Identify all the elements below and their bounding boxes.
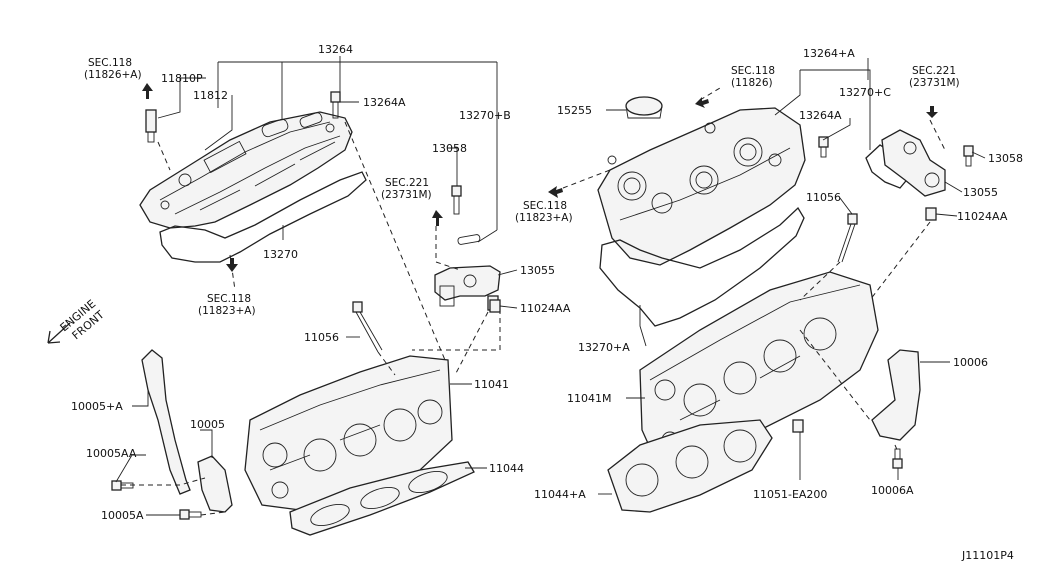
label-11041M: 11041M [567, 392, 611, 405]
label-11051: 11051-EA200 [753, 488, 827, 501]
label-sec221-a-2: (23731M) [381, 189, 432, 201]
label-13264A-plus: 13264+A [803, 47, 855, 60]
bracket-10006 [871, 349, 921, 441]
dashed-guides [121, 87, 946, 516]
gasket-13270B [457, 234, 481, 245]
label-13264: 13264 [318, 43, 353, 56]
label-10005A-plus: 10005+A [71, 400, 123, 413]
label-10006: 10006 [953, 356, 988, 369]
label-10006A: 10006A [871, 484, 914, 497]
sec-arrow-icons [226, 97, 938, 272]
label-10005: 10005 [190, 418, 225, 431]
label-13055-left: 13055 [520, 264, 555, 277]
head-bolt-11056-right [837, 213, 858, 263]
label-13270A: 13270+A [578, 341, 630, 354]
bracket-10005 [197, 455, 233, 513]
bolt-13264A-left [330, 91, 341, 119]
label-11056-left: 11056 [304, 331, 339, 344]
label-11056-right: 11056 [806, 191, 841, 204]
diagram-id: J11101P4 [961, 549, 1014, 562]
label-11810P: 11810P [161, 72, 203, 85]
bolt-10005A [179, 509, 202, 520]
label-sec118-b-2: (11823+A) [198, 305, 256, 317]
label-11812: 11812 [193, 89, 228, 102]
label-11044A: 11044+A [534, 488, 586, 501]
label-sec118-a-1: SEC.118 [88, 57, 132, 69]
oil-filler-cap-15255 [625, 96, 663, 119]
engine-front-arrow-icon [47, 322, 71, 344]
head-gasket-11044 [289, 461, 475, 536]
label-sec221-a-1: SEC.221 [385, 177, 429, 189]
cylinder-head-11041 [244, 355, 453, 511]
label-sec118-c-1: SEC.118 [731, 65, 775, 77]
bolt-13058-right [963, 145, 974, 167]
label-13270: 13270 [263, 248, 298, 261]
rocker-cover-right [597, 107, 806, 266]
label-13264A-right: 13264A [799, 109, 842, 122]
head-bolt-11056-left [352, 301, 383, 353]
sensor-11810P [142, 83, 157, 143]
label-sec221-b-2: (23731M) [909, 77, 960, 89]
label-13058-left: 13058 [432, 142, 467, 155]
label-sec118-a-2: (11826+A) [84, 69, 142, 81]
bolt-13058-left [451, 185, 462, 215]
label-10005AA: 10005AA [86, 447, 137, 460]
label-11024AA-right: 11024AA [957, 210, 1008, 223]
bolt-10006A [892, 448, 903, 469]
label-sec118-c-2: (11826) [731, 77, 773, 89]
dowel-11051 [792, 419, 804, 433]
label-13055-right: 13055 [963, 186, 998, 199]
gasket-13270 [159, 171, 367, 263]
leader-lines [115, 56, 986, 516]
plug-11024AA-left [489, 299, 501, 313]
bracket-10005A-plus [141, 349, 191, 495]
label-sec221-b-1: SEC.221 [912, 65, 956, 77]
label-10005A: 10005A [101, 509, 144, 522]
label-11024AA-left: 11024AA [520, 302, 571, 315]
label-11041: 11041 [474, 378, 509, 391]
head-gasket-11044A [607, 419, 773, 513]
label-13264A-left: 13264A [363, 96, 406, 109]
label-11044: 11044 [489, 462, 524, 475]
bolt-13264A-right [818, 136, 829, 158]
gasket-13270A [599, 206, 805, 327]
label-15255: 15255 [557, 104, 592, 117]
label-13270B: 13270+B [459, 109, 511, 122]
label-sec118-d-2: (11823+A) [515, 212, 573, 224]
solenoid-13055-right [881, 129, 946, 221]
label-13058-right: 13058 [988, 152, 1023, 165]
rocker-cover-left [139, 111, 353, 229]
solenoid-13055-left [434, 265, 501, 311]
label-13270C: 13270+C [839, 86, 891, 99]
label-sec118-b-1: SEC.118 [207, 293, 251, 305]
label-sec118-d-1: SEC.118 [523, 200, 567, 212]
